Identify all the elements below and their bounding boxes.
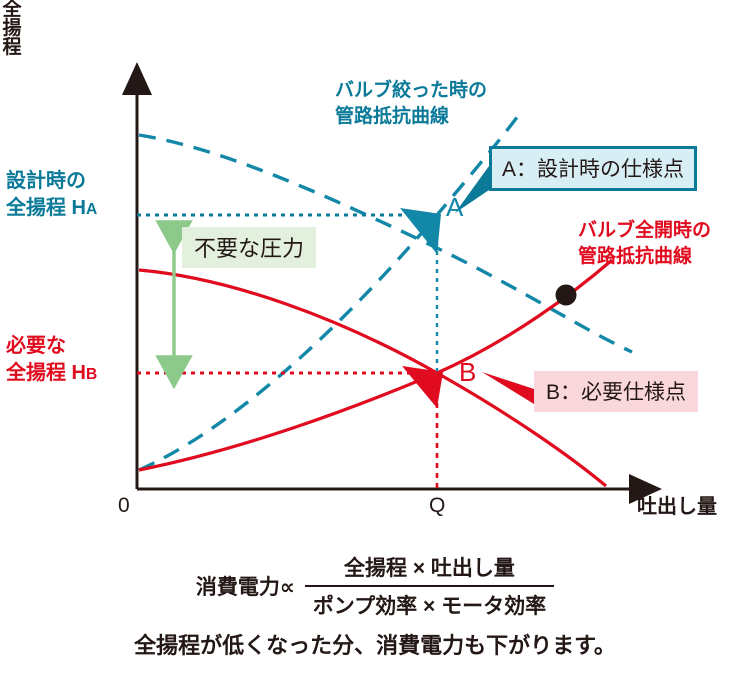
point-a-label: A (446, 192, 464, 222)
callout-b-leader (482, 372, 534, 404)
formula-lhs: 消費電力∝ (195, 576, 295, 599)
formula-denominator: ポンプ効率 × モータ効率 (312, 595, 547, 618)
axis-q-tick-label: Q (429, 494, 446, 517)
y-axis-title-char: 揚 (2, 18, 22, 39)
intersection-dot (555, 284, 577, 306)
design-head-line1: 設計時の (6, 170, 86, 192)
closing-note: 全揚程が低くなった分、消費電力も下がります。 (134, 633, 616, 658)
throttled-curve-line1: バルブ絞った時の (335, 80, 488, 101)
required-head-subscript: B (86, 366, 98, 383)
fullopen-curve-line2: 管路抵抗曲線 (578, 245, 693, 267)
callout-b-box: B：必要仕様点 (534, 371, 699, 412)
callout-a-leader (455, 166, 489, 213)
design-head-line2: 全揚程 HA (6, 195, 97, 222)
point-b-marker-arrow (402, 366, 443, 408)
axis-origin-label: 0 (118, 494, 130, 517)
design-head-label: 設計時の 全揚程 HA (6, 168, 97, 222)
callout-a-box: A：設計時の仕様点 (489, 146, 698, 191)
x-axis-title: 吐出し量 (637, 496, 717, 518)
required-head-line2: 全揚程 HB (6, 360, 97, 387)
fullopen-curve-line1: バルブ全開時の (578, 220, 712, 241)
point-b-label: B (459, 357, 477, 387)
power-formula: 消費電力∝ 全揚程 × 吐出し量 ポンプ効率 × モータ効率 (0, 552, 750, 620)
formula-fraction-bar (304, 585, 555, 587)
required-head-line1: 必要な (6, 335, 66, 357)
design-head-subscript: A (86, 201, 98, 218)
required-head-prefix: 全揚程 H (6, 362, 86, 384)
y-axis-title-char: 程 (2, 37, 22, 58)
throttled-curve-line2: 管路抵抗曲線 (335, 105, 450, 127)
formula-numerator: 全揚程 × 吐出し量 (344, 557, 515, 580)
required-head-label: 必要な 全揚程 HB (6, 333, 97, 387)
design-head-prefix: 全揚程 H (6, 197, 86, 219)
pump-curve-throttled (138, 133, 633, 354)
throttled-curve-annotation: バルブ絞った時の 管路抵抗曲線 (335, 78, 487, 129)
fullopen-curve-annotation: バルブ全開時の 管路抵抗曲線 (578, 218, 711, 269)
wasted-pressure-label: 不要な圧力 (182, 227, 317, 268)
pump-curve-full-open (138, 268, 608, 488)
point-a-marker-arrow (400, 208, 441, 254)
y-axis-title: 全 揚 程 (0, 0, 24, 57)
formula-fraction: 全揚程 × 吐出し量 ポンプ効率 × モータ効率 (304, 552, 555, 620)
y-axis-title-char: 全 (2, 0, 22, 20)
